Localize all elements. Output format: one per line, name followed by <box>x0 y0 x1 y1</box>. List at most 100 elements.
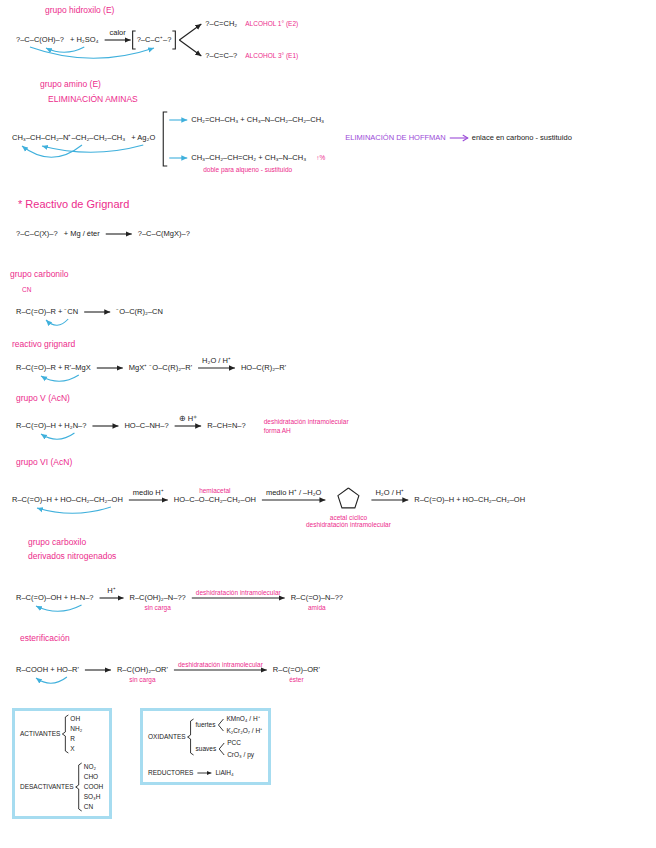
reaction-arrow <box>262 499 326 500</box>
electron-arrow <box>36 677 67 683</box>
chemical-formula: ?–C–C⁺–? <box>137 36 172 45</box>
chemical-formula: ⊕ H⁺ <box>179 415 198 424</box>
chemical-formula: R–C(=O)–N–?? <box>291 594 343 603</box>
side-note: ↑% <box>316 154 325 161</box>
chemical-formula: enlace en carbono - sustituido <box>472 134 572 143</box>
chemical-formula: HO–C(R)₂–R' <box>241 364 286 373</box>
box-entry: suaves <box>196 745 217 752</box>
chemical-formula: HO–C–NH–? <box>124 422 168 431</box>
reaction-arrow <box>100 597 124 598</box>
box-entry: REDUCTORES <box>148 769 193 776</box>
reaction-arrow <box>169 119 187 120</box>
side-note: ALCOHOL 1° (E2) <box>245 20 298 27</box>
summary-box: OXIDANTES fuertes KMnO₄ / H⁺ K₂Cr₂O₇ / H⁺ su… <box>140 708 271 785</box>
side-note: amida <box>308 604 326 611</box>
chemical-formula: R–C(=O)–OR' <box>273 666 320 675</box>
chemical-formula: HO–C–O–CH₂–CH₂–OH <box>174 496 256 505</box>
box-entry: LiAlH₄ <box>215 769 233 776</box>
chemical-formula: R–C(=O)–R + R'–MgX <box>16 364 91 373</box>
reaction-arrow <box>106 233 132 234</box>
chemical-formula: medio H⁺ <box>133 489 164 498</box>
cyclic-acetal-ring <box>338 488 359 508</box>
reaction-arrow <box>129 499 168 500</box>
chemical-formula: ?–C–C(OH)–? <box>16 36 64 45</box>
box-entry: X <box>70 745 74 752</box>
chemical-formula: CH₃–CH–CH₂–N⁺–CH₂–CH₂–CH₃ <box>12 134 125 143</box>
bracket <box>163 112 167 166</box>
chemical-formula: ?–C–C(MgX)–? <box>138 230 190 239</box>
bracket <box>172 31 175 49</box>
side-note: sin carga <box>144 604 170 611</box>
chemical-formula: + Mg / éter <box>64 230 100 239</box>
arrow-head <box>463 135 468 141</box>
chemical-formula: MgX⁺ ⁻O–C(R)₂–R' <box>129 364 192 373</box>
box-entry: R <box>70 735 75 742</box>
reaction-arrow <box>97 367 123 368</box>
chemical-formula: R–C(=O)–OH + H–N–? <box>16 594 94 603</box>
side-note: deshidratación intramolecular <box>264 418 349 425</box>
chemical-formula: H⁺ <box>107 587 115 596</box>
section-heading: reactivo grignard <box>12 340 75 350</box>
section-heading: grupo VI (AcN) <box>16 458 72 468</box>
chemical-formula: R–C(=O)–H + HO–CH₂–CH₂–OH <box>12 496 123 505</box>
box-entry: NH₂ <box>70 725 82 732</box>
electron-arrow <box>36 605 82 611</box>
box-entry: KMnO₄ / H⁺ <box>226 715 259 722</box>
chemical-formula: ⁻O–C(R)₂–CN <box>116 308 163 317</box>
box-entry: CrO₃ / py <box>227 751 254 758</box>
chemical-formula: H₂O / H⁺ <box>202 357 231 366</box>
chemical-formula: H₂O / H⁺ <box>375 489 404 498</box>
chemical-formula: ?–C=CH₂ <box>205 20 237 29</box>
section-heading: grupo hidroxilo (E) <box>45 6 114 16</box>
brace <box>188 719 194 755</box>
box-entry: DESACTIVANTES <box>20 783 74 790</box>
side-note: sin carga <box>129 676 155 683</box>
chemical-formula: calor <box>110 29 126 38</box>
reaction-arrow <box>197 773 211 774</box>
chemical-formula: CH₂=CH–CH₃ + CH₃–N–CH₂–CH₂–CH₃ <box>191 116 324 125</box>
electron-arrow <box>46 319 68 325</box>
chemical-formula: R–C(=O)–R + ⁻CN <box>16 308 78 317</box>
side-note: doble para alqueno - sustituido <box>203 166 292 173</box>
chemical-formula: R–COOH + HO–R' <box>16 666 79 675</box>
bracket <box>133 31 136 49</box>
section-heading: grupo carboxilo <box>28 538 86 548</box>
reaction-arrow <box>105 39 131 40</box>
chemical-formula: ?–C–C(X)–? <box>16 230 58 239</box>
reaction-arrow <box>192 597 285 598</box>
side-note: deshidratación intramolecular <box>306 521 391 528</box>
side-note: ALCOHOL 3° (E1) <box>245 52 298 59</box>
reaction-arrow <box>175 425 202 426</box>
reaction-name: ELIMINACIÓN DE HOFFMAN <box>345 134 445 143</box>
brace <box>76 763 82 811</box>
reaction-arrow <box>174 669 267 670</box>
summary-box: ACTIVANTESOHNH₂RXDESACTIVANTESNO₂CHOCOOH… <box>12 708 112 819</box>
electron-arrow <box>42 145 143 152</box>
section-heading: ELIMINACIÓN AMINAS <box>48 95 138 105</box>
reaction-arrow <box>179 24 201 40</box>
side-note: deshidratación intramolecular <box>196 589 281 596</box>
branch-mark <box>219 743 224 755</box>
chemical-formula: medio H⁺ / –H₂O <box>266 489 322 498</box>
chemical-formula: ?–C=C–? <box>205 52 237 61</box>
box-entry: OXIDANTES <box>148 733 186 740</box>
box-entry: K₂Cr₂O₇ / H⁺ <box>226 727 262 734</box>
electron-arrow <box>46 47 84 52</box>
chemical-formula: R–C(=O)–H + HO–CH₂–CH₂–OH <box>414 496 525 505</box>
chemical-formula: R–C(=O)–H + H₂N–? <box>16 422 86 431</box>
box-entry: NO₂ <box>84 763 96 770</box>
box-entry: ACTIVANTES <box>20 730 60 737</box>
electron-arrow <box>37 507 111 513</box>
side-note: éster <box>289 676 303 683</box>
box-entry: SO₃H <box>84 793 101 800</box>
side-note: acetal cíclico <box>330 514 367 521</box>
side-note: CN <box>22 286 31 293</box>
chemical-formula: + H₂SO₄ <box>70 36 99 45</box>
section-heading: esterificación <box>20 634 70 644</box>
reaction-arrow <box>169 157 187 158</box>
reaction-arrow <box>198 367 235 368</box>
box-entry: CHO <box>84 773 98 780</box>
reaction-arrow <box>85 669 111 670</box>
electron-arrow <box>41 433 74 439</box>
box-entry: fuertes <box>196 721 216 728</box>
